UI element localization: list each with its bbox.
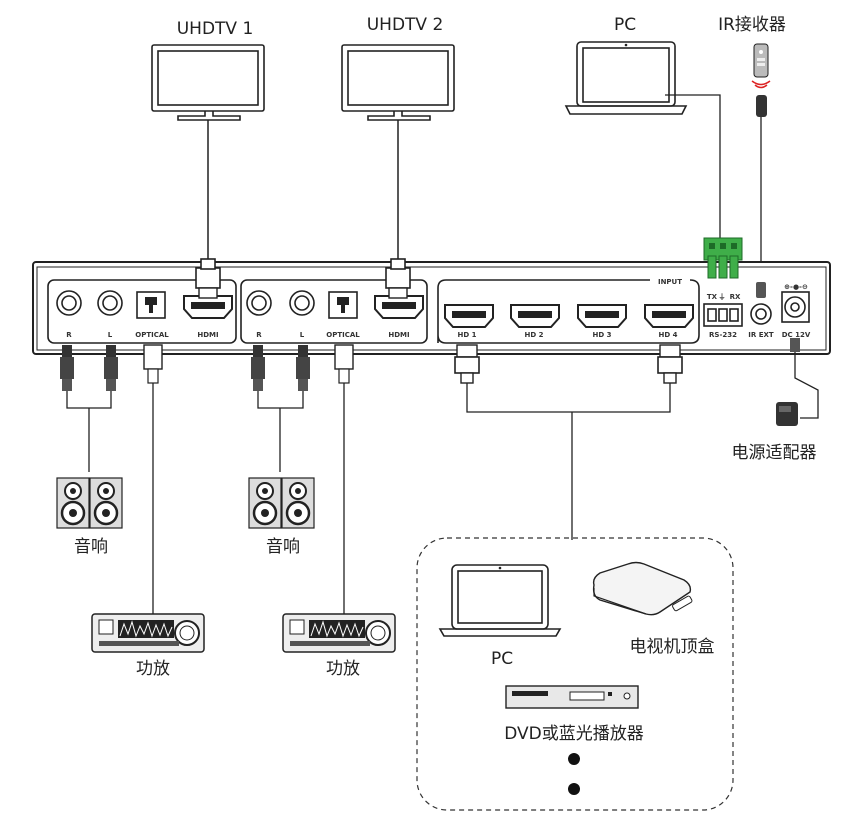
label-rs232: RS-232 [709,331,737,339]
top-ir-label: IR接收器 [718,15,786,35]
label-hd2: HD 2 [525,331,544,339]
amplifier-label: 功放 [136,659,170,679]
uhdtv2-label: UHDTV 2 [367,15,444,35]
amplifier-label: 功放 [326,659,360,679]
speaker-label: 音响 [266,537,300,557]
dvd-player-label: DVD或蓝光播放器 [504,724,644,744]
source-pc-label: PC [491,649,513,669]
laptop-icon [564,41,688,115]
label-ir-ext: IR EXT [748,331,774,339]
speaker-icon [248,477,315,529]
label-optical: OPTICAL [135,331,169,339]
hdmi-port-hd2 [510,304,560,328]
rca-jack-r [246,290,272,316]
label-l: L [300,331,305,339]
monitor-icon [151,44,265,121]
hdmi-port-hd3 [577,304,627,328]
matrix-device [32,261,831,355]
hdmi-plug [195,258,221,299]
label-tx: TX [707,293,718,301]
amplifier-icon [91,613,205,653]
label-optical: OPTICAL [326,331,360,339]
hdmi-port [374,295,424,319]
ground-icon: ⏚ [719,293,726,301]
monitor-icon [341,44,455,121]
toslink-plug [143,344,163,384]
speaker-icon [56,477,123,529]
rca-jack-l [289,290,315,316]
ir-ext-port [750,303,772,325]
label-hd4: HD 4 [659,331,678,339]
label-rx: RX [730,293,741,301]
source-group [416,537,734,811]
rs232-plug [703,237,743,279]
label-hdmi: HDMI [388,331,409,339]
uhdtv1-label: UHDTV 1 [177,19,254,39]
label-hd1: HD 1 [458,331,477,339]
dc-port [781,291,810,323]
more-dot [568,783,580,795]
optical-port [328,291,358,319]
rca-plug [296,345,310,391]
top-pc-label: PC [614,15,636,35]
hdmi-plug [657,344,683,384]
power-adapter-label: 电源适配器 [732,443,817,463]
more-dot [568,753,580,765]
label-hdmi: HDMI [197,331,218,339]
rca-plug [60,345,74,391]
label-r: R [66,331,72,339]
label-dc: DC 12V [782,331,811,339]
set-top-box-label: 电视机顶盒 [630,637,715,657]
hdmi-plug [385,258,411,299]
input-label: INPUT [658,278,682,286]
amplifier-icon [282,613,396,653]
label-r: R [256,331,262,339]
dvd-player-icon [505,685,639,709]
optical-port [136,291,166,319]
set-top-box-icon [592,561,693,616]
laptop-icon [438,564,562,637]
rca-jack-l [97,290,123,316]
toslink-plug [334,344,354,384]
label-hd3: HD 3 [593,331,612,339]
dc-polarity-icon: ⊕-●-⊖ [784,283,808,291]
rca-plug [104,345,118,391]
rca-jack-r [56,290,82,316]
rs232-terminal [703,303,743,327]
power-adapter-icon [776,402,798,426]
hdmi-port-hd4 [644,304,694,328]
label-l: L [108,331,113,339]
speaker-label: 音响 [74,537,108,557]
hdmi-port-hd1 [444,304,494,328]
hdmi-plug [454,344,480,384]
hdmi-port [183,295,233,319]
rca-plug [251,345,265,391]
ir-receiver-icon [751,43,771,117]
